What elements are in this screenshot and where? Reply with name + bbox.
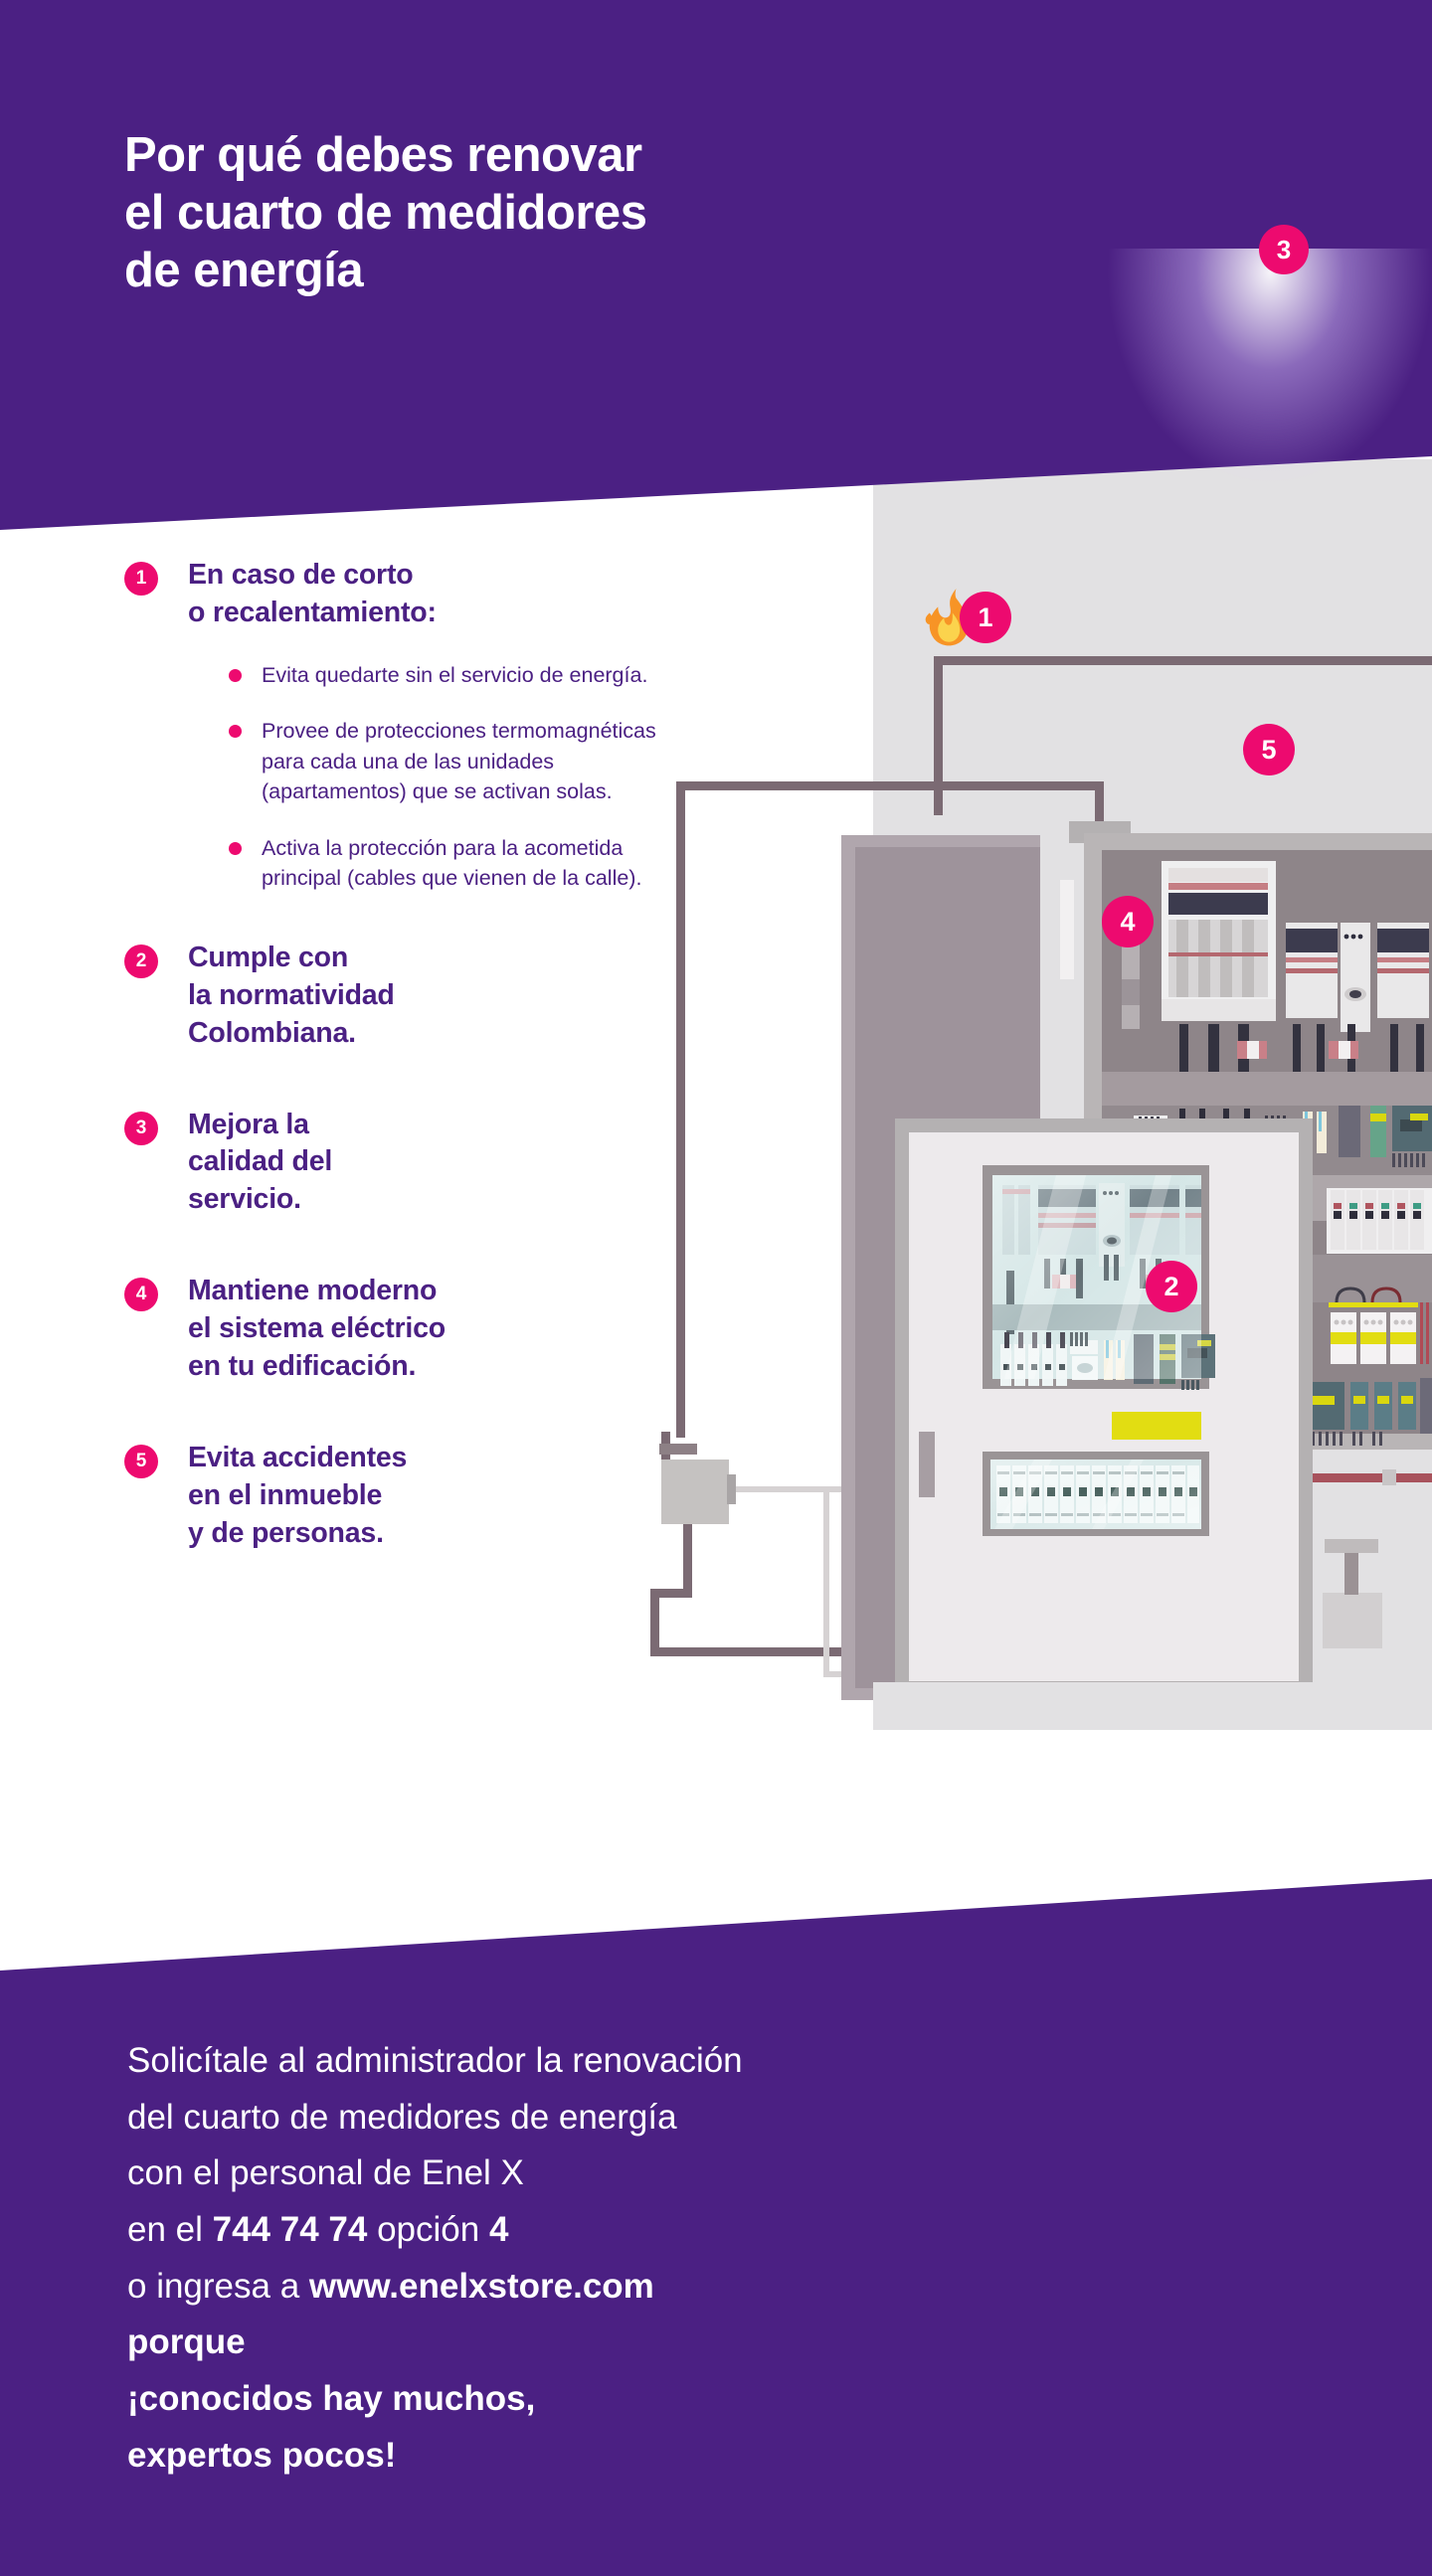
footer-line-3: con el personal de Enel X [127,2153,524,2193]
list-item-title: Mantiene moderno el sistema eléctrico en… [188,1275,446,1382]
footer-line-6: porque [127,2322,246,2362]
marker-pin-4[interactable]: 4 [1102,896,1154,947]
list-item: Activa la protección para la acometida p… [229,833,875,894]
meter-cabinet-front [895,1118,1313,1695]
list-item-badge: 5 [124,1444,158,1478]
flame-icon [925,589,972,646]
list-item: 5 Evita accidentes en el inmueble y de p… [124,1440,875,1553]
footer-line-2: del cuarto de medidores de energía [127,2097,677,2137]
list-item-title: Evita accidentes en el inmueble y de per… [188,1441,408,1549]
footer-line-8: expertos pocos! [127,2435,397,2475]
marker-pin-1[interactable]: 1 [960,592,1011,643]
footer-website-link[interactable]: www.enelxstore.com [308,2266,654,2306]
list-item: 2 Cumple con la normatividad Colombiana. [124,940,875,1053]
list-item: 1 En caso de corto o recalentamiento: [124,557,875,632]
footer-phone-prefix: en el [127,2210,213,2250]
bullet-text: Evita quedarte sin el servicio de energí… [262,662,648,687]
list-item-title: Mejora la calidad del servicio. [188,1108,333,1216]
footer-cta: Solicítale al administrador la renovació… [127,2033,1022,2485]
marker-pin-5[interactable]: 5 [1243,724,1295,775]
bullet-text: Activa la protección para la acometida p… [262,835,642,891]
footer-line-7: ¡conocidos hay muchos, [127,2379,536,2419]
footer-phone-number[interactable]: 744 74 74 [212,2210,368,2250]
footer-band [0,1879,1432,2576]
list-item: Provee de protecciones termomagnéticas p… [229,716,875,807]
list-item-badge: 3 [124,1111,158,1145]
bullet-dot-icon [229,841,242,855]
page-title: Por qué debes renovar el cuarto de medid… [124,128,647,297]
list-item-title: Cumple con la normatividad Colombiana. [188,941,395,1049]
marker-pin-3[interactable]: 3 [1259,225,1309,274]
footer-option-label: opción [367,2210,489,2250]
footer-site-prefix: o ingresa a [127,2266,309,2306]
list-item-badge: 2 [124,944,158,978]
bullet-dot-icon [229,725,242,739]
footer-option-number: 4 [488,2210,509,2250]
bullet-dot-icon [229,668,242,682]
benefits-list: 1 En caso de corto o recalentamiento: Ev… [0,557,875,1553]
list-item-title: En caso de corto o recalentamiento: [188,559,437,628]
marker-pin-2[interactable]: 2 [1146,1261,1197,1312]
footer-line-5: o ingresa a www.enelxstore.com [127,2259,1022,2316]
list-item-badge: 4 [124,1278,158,1312]
yellow-label [1112,1412,1201,1440]
bullet-text: Provee de protecciones termomagnéticas p… [262,719,656,804]
sub-bullet-list: Evita quedarte sin el servicio de energí… [229,660,875,894]
footer-line-4: en el 744 74 74 opción 4 [127,2202,1022,2259]
list-item: 3 Mejora la calidad del servicio. [124,1107,875,1220]
list-item: Evita quedarte sin el servicio de energí… [229,660,875,691]
footer-line-1: Solicítale al administrador la renovació… [127,2041,743,2080]
list-item-badge: 1 [124,562,158,596]
list-item: 4 Mantiene moderno el sistema eléctrico … [124,1273,875,1386]
